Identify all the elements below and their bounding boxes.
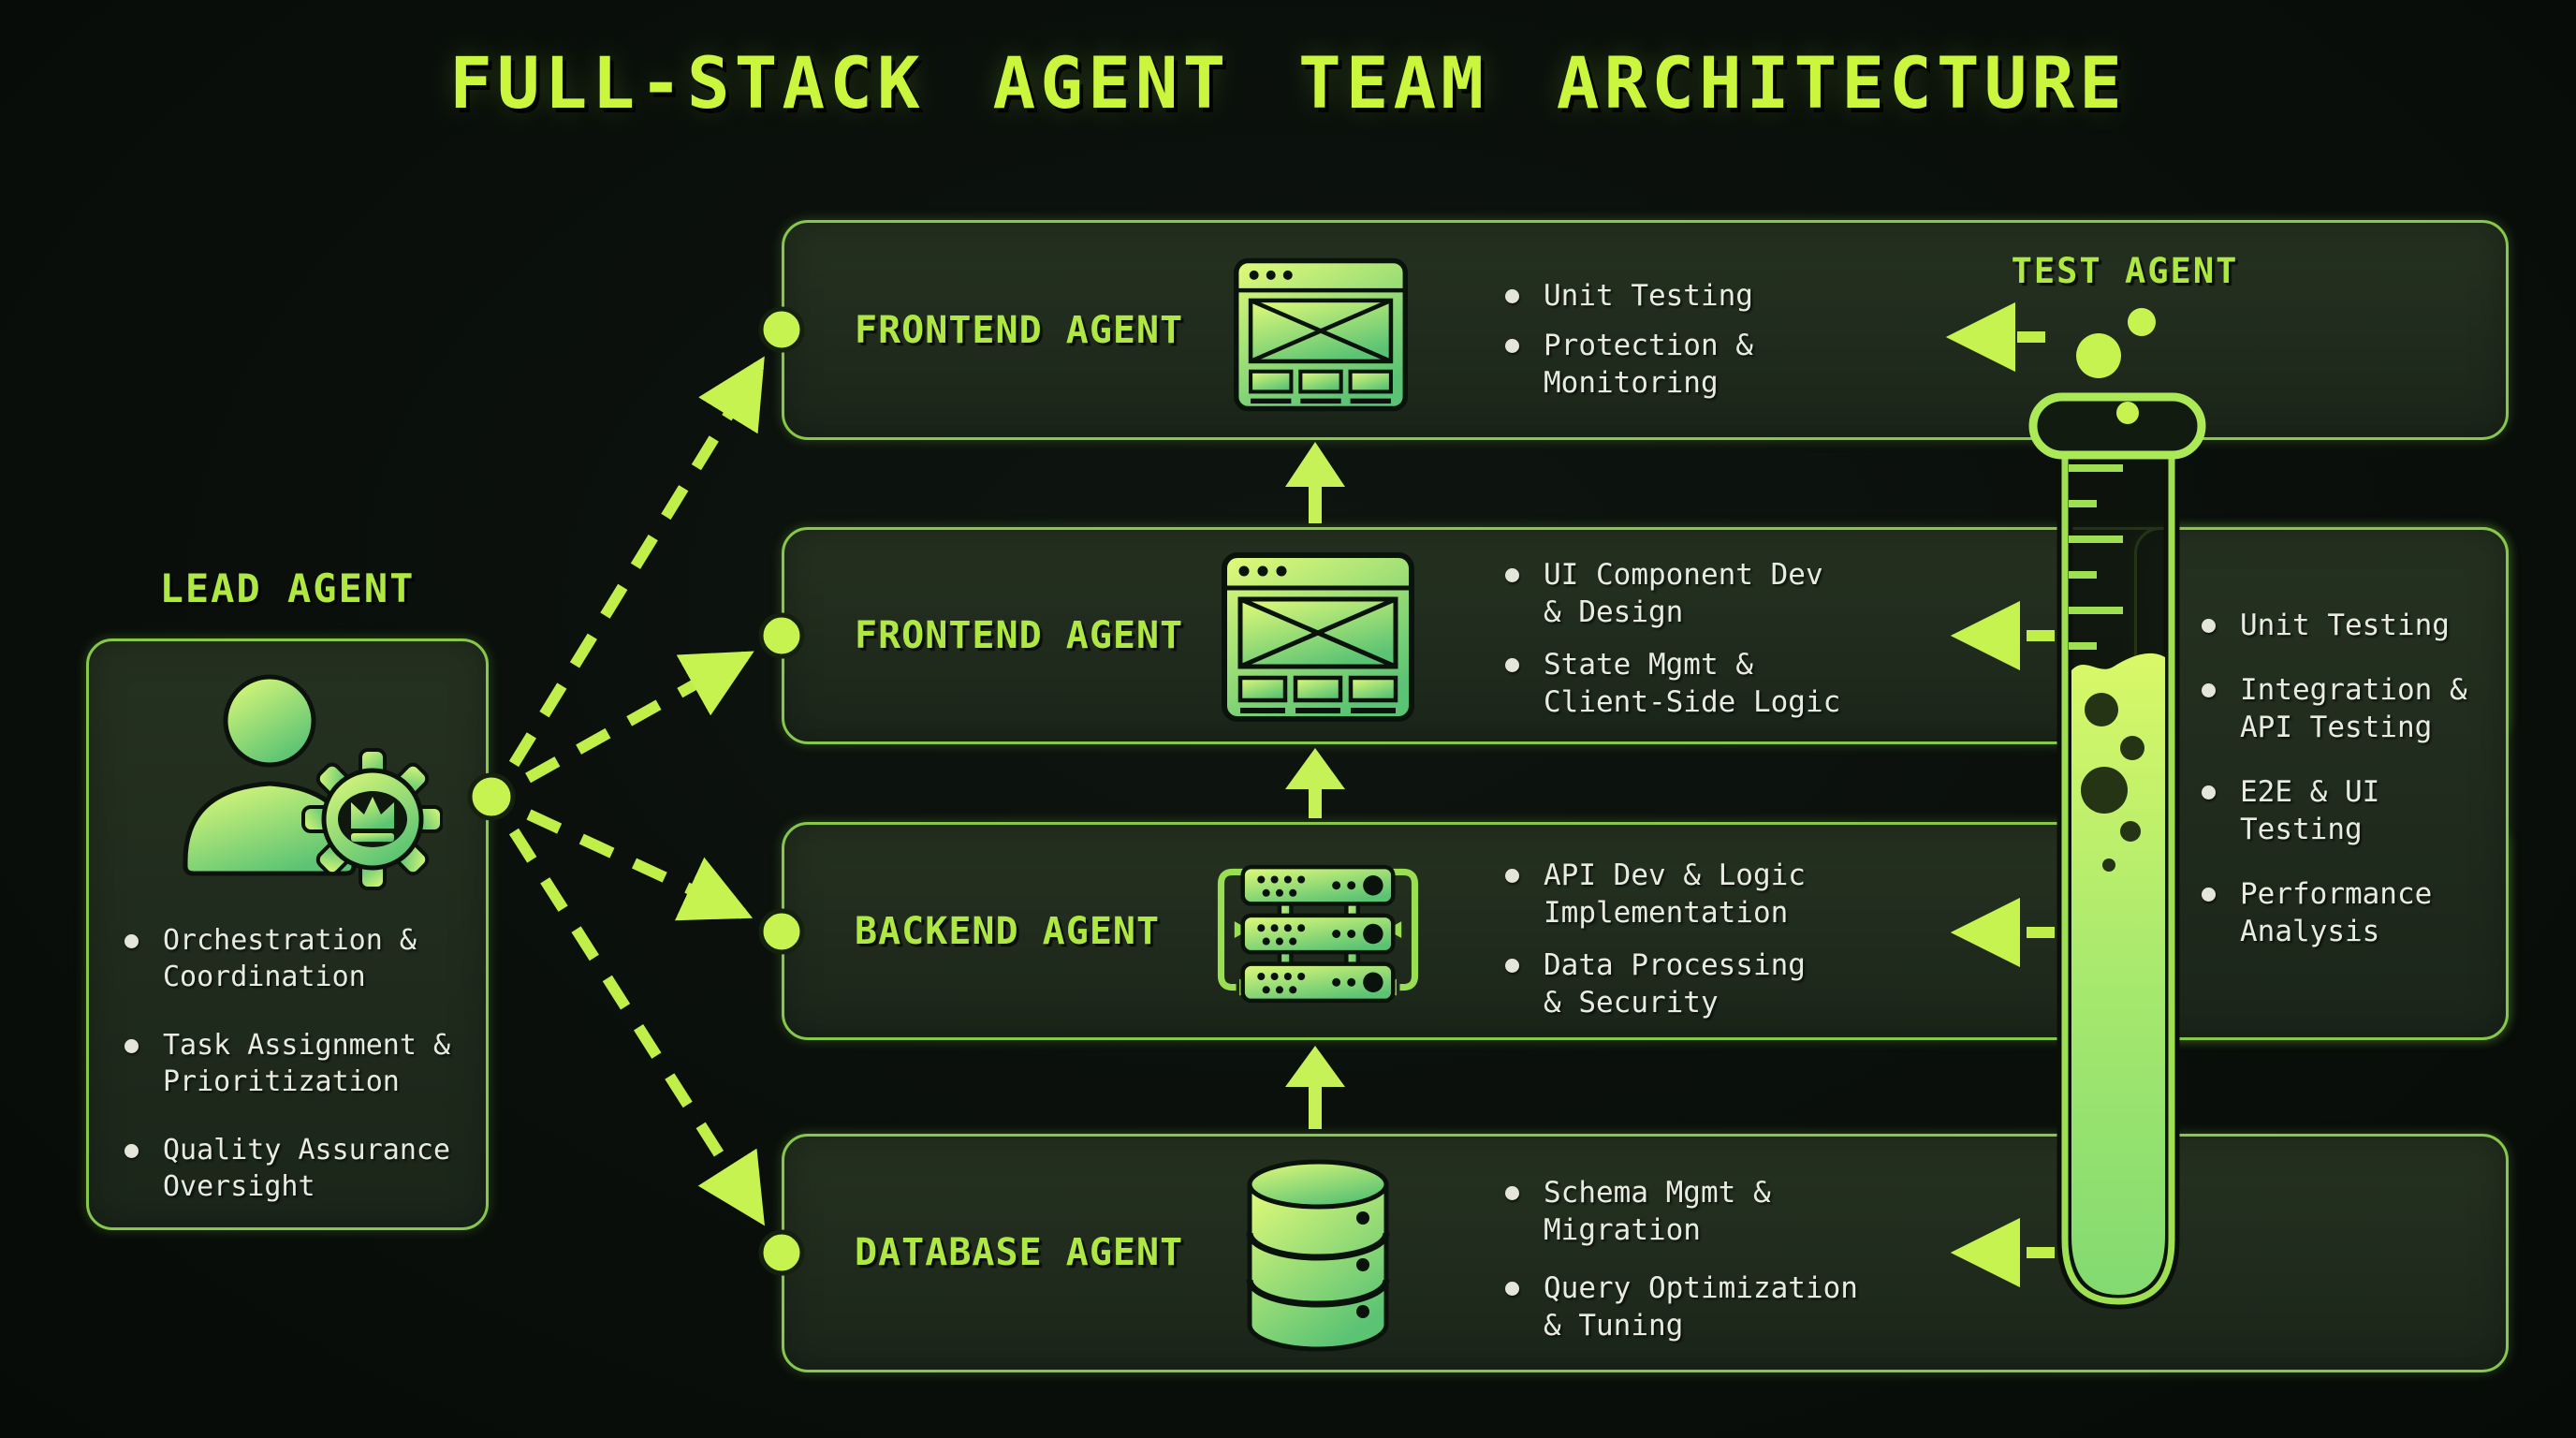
bullet-line: Protection &: [1544, 329, 1753, 362]
bullet-line: Monitoring: [1544, 366, 1719, 400]
up-arrow-icon: [1285, 748, 1345, 818]
bullet-line: API Testing: [2240, 711, 2433, 744]
bullet-line: Query Optimization: [1544, 1271, 1858, 1305]
agent-row-label: FRONTEND AGENT: [855, 614, 1184, 657]
bullet-dot: [1505, 959, 1519, 973]
page-title: FULL-STACK AGENT TEAM ARCHITECTURE: [449, 41, 2127, 125]
bullet-line: Analysis: [2240, 915, 2380, 948]
list-item: Query Optimization & Tuning: [1505, 1269, 1858, 1344]
bullet-dot: [1505, 869, 1519, 883]
bullet-dot: [2202, 785, 2216, 800]
gear-icon: [301, 748, 443, 890]
bullet-line: Task Assignment &: [163, 1029, 451, 1062]
lead-agent-panel: Orchestration & Coordination Task Assign…: [86, 638, 489, 1230]
agent-row-frontend-top: FRONTEND AGENT Unit Testing: [782, 220, 2509, 440]
list-item: Task Assignment & Prioritization: [124, 1027, 450, 1100]
bullet-dot: [124, 1039, 139, 1053]
connector-lead-to-database: [508, 828, 765, 1226]
bullet-line: Coordination: [163, 961, 366, 993]
connector-lead-to-backend: [526, 809, 754, 921]
bullet-line: Prioritization: [163, 1065, 400, 1098]
bullet-line: Implementation: [1544, 896, 1789, 930]
bullet-dot: [124, 1144, 139, 1158]
list-item: State Mgmt & Client-Side Logic: [1505, 646, 1840, 721]
list-item: Integration & API Testing: [2202, 671, 2467, 746]
delegation-connectors: [508, 356, 765, 1226]
bullet-line: & Tuning: [1544, 1309, 1684, 1343]
list-item: Quality Assurance Oversight: [124, 1132, 450, 1205]
bullet-dot: [2202, 888, 2216, 902]
list-item: Performance Analysis: [2202, 875, 2467, 950]
up-arrow-icon: [1285, 1046, 1345, 1129]
bullet-line: API Dev & Logic: [1544, 858, 1806, 892]
connection-nodes: [467, 306, 805, 1276]
bullet-line: Performance: [2240, 877, 2433, 911]
list-item: E2E & UI Testing: [2202, 773, 2467, 848]
bullet-line: Schema Mgmt &: [1544, 1176, 1771, 1210]
bullet-line: Client-Side Logic: [1544, 685, 1841, 719]
bullet-line: Oversight: [163, 1170, 315, 1203]
bullet-dot: [1505, 568, 1519, 582]
bullet-line: Integration &: [2240, 673, 2467, 707]
list-item: Unit Testing: [1505, 277, 1753, 315]
list-item: Orchestration & Coordination: [124, 922, 450, 995]
agent-row-bullet-list: API Dev & Logic Implementation Data Proc…: [1505, 857, 1806, 1021]
bullet-dot: [1505, 289, 1519, 303]
bullet-dot: [2202, 619, 2216, 633]
bullet-line: Data Processing: [1544, 948, 1806, 982]
bullet-dot: [1505, 1282, 1519, 1296]
list-item: Unit Testing: [2202, 607, 2467, 644]
bullet-line: State Mgmt &: [1544, 648, 1753, 682]
agent-row-label: BACKEND AGENT: [855, 910, 1161, 953]
test-agent-bullet-list: Unit Testing Integration & API Testing E…: [2202, 607, 2467, 950]
bullet-line: Quality Assurance: [163, 1134, 451, 1167]
agent-row-label: DATABASE AGENT: [855, 1231, 1184, 1274]
bullet-line: UI Component Dev: [1544, 558, 1823, 592]
list-item: Schema Mgmt & Migration: [1505, 1174, 1858, 1249]
list-item: API Dev & Logic Implementation: [1505, 857, 1806, 932]
connector-lead-to-frontend-bottom: [525, 651, 754, 784]
browser-window-icon: [1234, 257, 1408, 412]
crown-icon: [351, 797, 394, 842]
bullet-dot: [124, 934, 139, 948]
bullet-line: & Design: [1544, 595, 1684, 629]
bullet-line: Orchestration &: [163, 924, 417, 957]
browser-window-icon: [1222, 552, 1414, 722]
bullet-line: Unit Testing: [1544, 279, 1753, 313]
agent-row-bullet-list: Unit Testing Protection & Monitoring: [1505, 277, 1753, 402]
bullet-line: Unit Testing: [2240, 609, 2450, 642]
bullet-line: Migration: [1544, 1213, 1701, 1247]
list-item: UI Component Dev & Design: [1505, 556, 1840, 631]
bullet-dot: [1505, 1186, 1519, 1200]
bullet-line: Testing: [2240, 813, 2363, 846]
agent-row-database: DATABASE AGENT Schema Mgmt & Migration: [782, 1134, 2509, 1372]
bullet-line: E2E & UI: [2240, 775, 2380, 809]
up-arrow-icon: [1285, 442, 1345, 523]
agent-row-bullet-list: Schema Mgmt & Migration Query Optimizati…: [1505, 1174, 1858, 1344]
bullet-dot: [2202, 683, 2216, 697]
lead-agent-bullet-list: Orchestration & Coordination Task Assign…: [124, 922, 450, 1205]
lead-agent-label: LEAD AGENT: [159, 565, 416, 611]
server-stack-icon: [1217, 864, 1419, 1004]
bullet-dot: [1505, 658, 1519, 672]
test-agent-label: TEST AGENT: [2011, 251, 2239, 291]
list-item: Protection & Monitoring: [1505, 327, 1753, 402]
person-gear-crown-icon: [183, 674, 443, 890]
agent-row-label: FRONTEND AGENT: [855, 309, 1184, 352]
list-item: Data Processing & Security: [1505, 946, 1806, 1021]
test-agent-panel: [2134, 527, 2509, 1040]
connector-lead-to-frontend-top: [508, 356, 765, 768]
test-connectors: [1945, 301, 2055, 1288]
bullet-line: & Security: [1544, 986, 1719, 1020]
database-cylinder-icon: [1246, 1159, 1390, 1352]
bullet-dot: [1505, 339, 1519, 353]
agent-row-bullet-list: UI Component Dev & Design State Mgmt & C…: [1505, 556, 1840, 721]
